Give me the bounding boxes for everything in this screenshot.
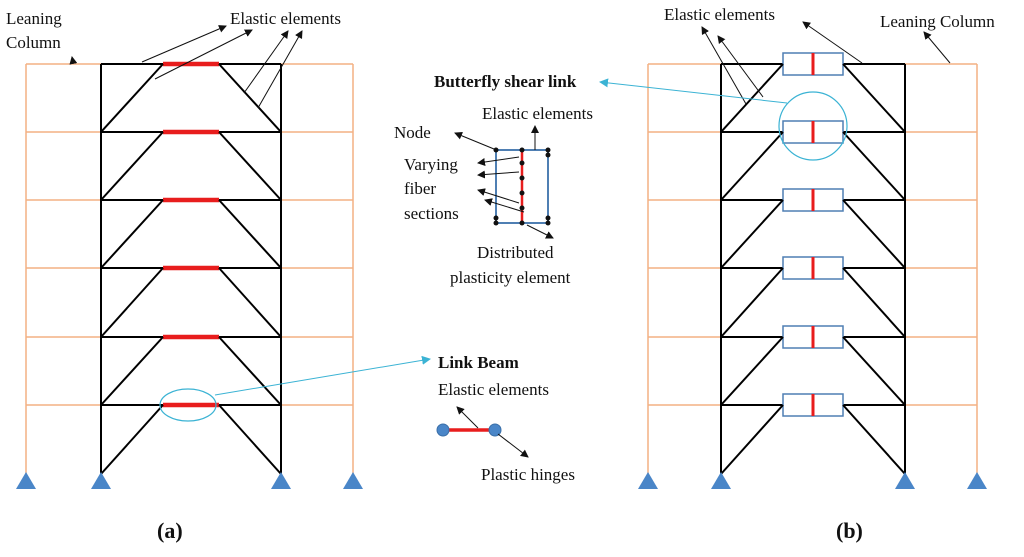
brace-right	[218, 131, 282, 201]
caption-a: (a)	[157, 518, 183, 543]
label-elastic-elements-b: Elastic elements	[664, 5, 775, 24]
pointer-varying-4	[484, 198, 525, 213]
label-plastic-hinges: Plastic hinges	[481, 465, 575, 484]
callout-line-link-beam	[214, 355, 431, 396]
brace-right	[842, 63, 906, 133]
node-dot	[519, 147, 525, 153]
brace-right	[218, 199, 282, 269]
pointer-varying-3	[477, 188, 520, 204]
callout-line-butterfly	[599, 78, 788, 104]
label-varying-1: Varying	[404, 155, 458, 174]
node-dot	[545, 215, 551, 221]
label-leaning-column-a-2: Column	[6, 33, 61, 52]
panel-a-frame	[16, 25, 431, 489]
brace-right	[842, 404, 906, 475]
brace-left	[720, 267, 784, 338]
pointer-varying-2	[477, 170, 520, 179]
brace-right	[842, 267, 906, 338]
node-dot	[519, 205, 525, 211]
brace-left	[100, 404, 164, 475]
brace-right	[218, 63, 282, 133]
label-varying-2: fiber	[404, 179, 436, 198]
brace-left	[720, 63, 784, 133]
label-leaning-column-a-1: Leaning	[6, 9, 62, 28]
pointer-elastic-b-2	[717, 35, 764, 98]
node-dot	[493, 147, 499, 153]
pointer-elastic-a-1	[141, 25, 227, 63]
pointer-elastic-b-3	[802, 21, 863, 64]
caption-b: (b)	[836, 518, 863, 543]
brace-right	[218, 267, 282, 338]
pointer-leaning-b	[923, 31, 951, 64]
pointer-leaning-a	[69, 56, 78, 65]
plastic-hinge-right	[488, 423, 502, 437]
node-dot	[545, 152, 551, 158]
detail-views	[436, 125, 554, 458]
plastic-hinge-left	[436, 423, 450, 437]
pointer-varying-1	[477, 156, 520, 166]
label-elastic-elements-a: Elastic elements	[230, 9, 341, 28]
label-elastic-elements-detail: Elastic elements	[482, 104, 593, 123]
node-dot	[519, 190, 525, 196]
label-distributed-2: plasticity element	[450, 268, 571, 287]
brace-right	[218, 404, 282, 475]
label-varying-3: sections	[404, 204, 459, 223]
support-icon	[91, 472, 111, 489]
brace-right	[842, 131, 906, 201]
node-dot	[545, 147, 551, 153]
label-leaning-column-b: Leaning Column	[880, 12, 995, 31]
label-elastic-elements-linkbeam: Elastic elements	[438, 380, 549, 399]
support-icon	[967, 472, 987, 489]
pointer-elastic-a-3	[243, 30, 289, 94]
brace-left	[720, 336, 784, 406]
brace-left	[720, 404, 784, 475]
label-butterfly-shear-link: Butterfly shear link	[434, 72, 577, 91]
brace-right	[218, 336, 282, 406]
pointer-plastic-hinges	[497, 433, 529, 458]
brace-left	[100, 63, 164, 133]
node-dot	[545, 220, 551, 226]
node-dot	[519, 175, 525, 181]
brace-left	[100, 131, 164, 201]
callout-ellipse-link-beam	[159, 388, 217, 422]
brace-left	[100, 336, 164, 406]
label-link-beam: Link Beam	[438, 353, 519, 372]
pointer-elastic-a-4	[257, 30, 303, 109]
brace-left	[720, 199, 784, 269]
label-distributed-1: Distributed	[477, 243, 554, 262]
support-icon	[711, 472, 731, 489]
label-node: Node	[394, 123, 431, 142]
node-dot	[493, 220, 499, 226]
callout-circle-butterfly	[778, 91, 848, 161]
pointer-node	[454, 131, 495, 150]
support-icon	[895, 472, 915, 489]
brace-right	[842, 199, 906, 269]
node-dot	[519, 220, 525, 226]
pointer-distributed	[526, 224, 554, 239]
pointer-elastic-linkbeam	[456, 406, 479, 429]
support-icon	[343, 472, 363, 489]
support-icon	[16, 472, 36, 489]
brace-right	[842, 336, 906, 406]
brace-left	[100, 267, 164, 338]
pointer-elastic-a-2	[154, 29, 253, 80]
support-icon	[271, 472, 291, 489]
node-dot	[519, 160, 525, 166]
brace-left	[100, 199, 164, 269]
pointer-elastic-b-1	[701, 26, 747, 105]
node-dot	[493, 215, 499, 221]
panel-b-frame	[599, 21, 987, 489]
support-icon	[638, 472, 658, 489]
brace-left	[720, 131, 784, 201]
